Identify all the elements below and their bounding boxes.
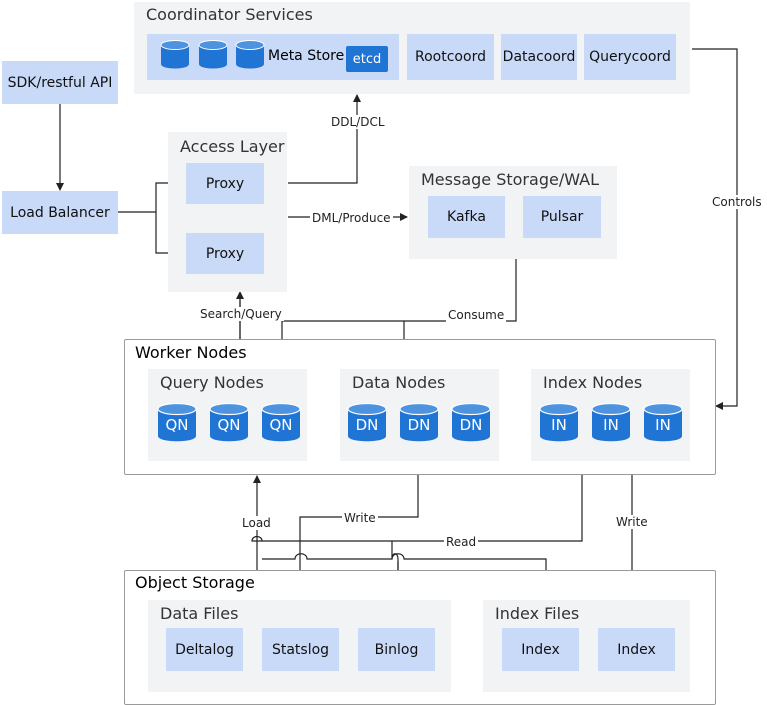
database-icon <box>539 402 579 442</box>
data-node-label: DN <box>459 416 483 434</box>
label-load: Load <box>240 516 273 530</box>
query-node-3: QN <box>261 402 301 443</box>
index-node-label: IN <box>603 416 619 434</box>
index-node-1: IN <box>539 402 579 443</box>
index-node-2: IN <box>591 402 631 443</box>
statslog-box: Statslog <box>262 628 339 671</box>
meta-store-label: Meta Store <box>268 48 345 64</box>
query-node-2: QN <box>209 402 249 443</box>
edge-read <box>251 461 586 628</box>
object-storage-title: Object Storage <box>135 573 255 592</box>
proxy-box-1: Proxy <box>186 163 264 204</box>
rootcoord-box: Rootcoord <box>407 34 494 80</box>
pulsar-box: Pulsar <box>523 196 601 238</box>
label-ddl: DDL/DCL <box>329 115 387 129</box>
index-files-title: Index Files <box>495 604 580 623</box>
database-icon <box>198 40 228 69</box>
binlog-box: Binlog <box>358 628 435 671</box>
label-search: Search/Query <box>198 307 284 321</box>
query-node-label: QN <box>165 416 189 434</box>
etcd-badge: etcd <box>346 46 388 72</box>
data-nodes-title: Data Nodes <box>352 373 446 392</box>
index-node-label: IN <box>551 416 567 434</box>
database-icon <box>157 402 197 442</box>
index-node-3: IN <box>643 402 683 443</box>
index-nodes-title: Index Nodes <box>543 373 643 392</box>
index-box-2: Index <box>598 628 675 671</box>
edge-controls <box>692 48 738 410</box>
database-icon <box>160 40 190 69</box>
query-nodes-title: Query Nodes <box>160 373 264 392</box>
database-icon <box>347 402 387 442</box>
label-read: Read <box>444 535 479 549</box>
label-dml: DML/Produce <box>310 211 393 225</box>
querycoord-box: Querycoord <box>584 34 676 80</box>
label-controls: Controls <box>710 195 764 209</box>
database-icon <box>399 402 439 442</box>
database-icon <box>451 402 491 442</box>
database-icon <box>209 402 249 442</box>
database-icon <box>591 402 631 442</box>
database-icon <box>261 402 301 442</box>
label-write-data: Write <box>342 511 378 525</box>
message-storage-title: Message Storage/WAL <box>421 170 600 189</box>
data-node-3: DN <box>451 402 491 443</box>
sdk-box: SDK/restful API <box>2 61 118 104</box>
label-write-index: Write <box>614 515 650 529</box>
coordinator-title: Coordinator Services <box>146 5 313 24</box>
data-node-label: DN <box>407 416 431 434</box>
index-box-1: Index <box>502 628 579 671</box>
database-icon <box>235 40 265 69</box>
query-node-1: QN <box>157 402 197 443</box>
worker-nodes-title: Worker Nodes <box>135 343 247 362</box>
proxy-box-2: Proxy <box>186 233 264 274</box>
query-node-label: QN <box>217 416 241 434</box>
edge-ddl <box>288 94 361 184</box>
deltalog-box: Deltalog <box>166 628 243 671</box>
datacoord-box: Datacoord <box>501 34 577 80</box>
label-consume: Consume <box>446 308 507 322</box>
edge-index-files-up <box>262 553 547 600</box>
kafka-box: Kafka <box>428 196 505 238</box>
data-node-1: DN <box>347 402 387 443</box>
access-layer-title: Access Layer <box>180 137 285 156</box>
query-node-label: QN <box>269 416 293 434</box>
database-icon <box>643 402 683 442</box>
data-node-label: DN <box>355 416 379 434</box>
load-balancer-box: Load Balancer <box>2 191 118 234</box>
data-node-2: DN <box>399 402 439 443</box>
data-files-title: Data Files <box>160 604 239 623</box>
index-node-label: IN <box>655 416 671 434</box>
